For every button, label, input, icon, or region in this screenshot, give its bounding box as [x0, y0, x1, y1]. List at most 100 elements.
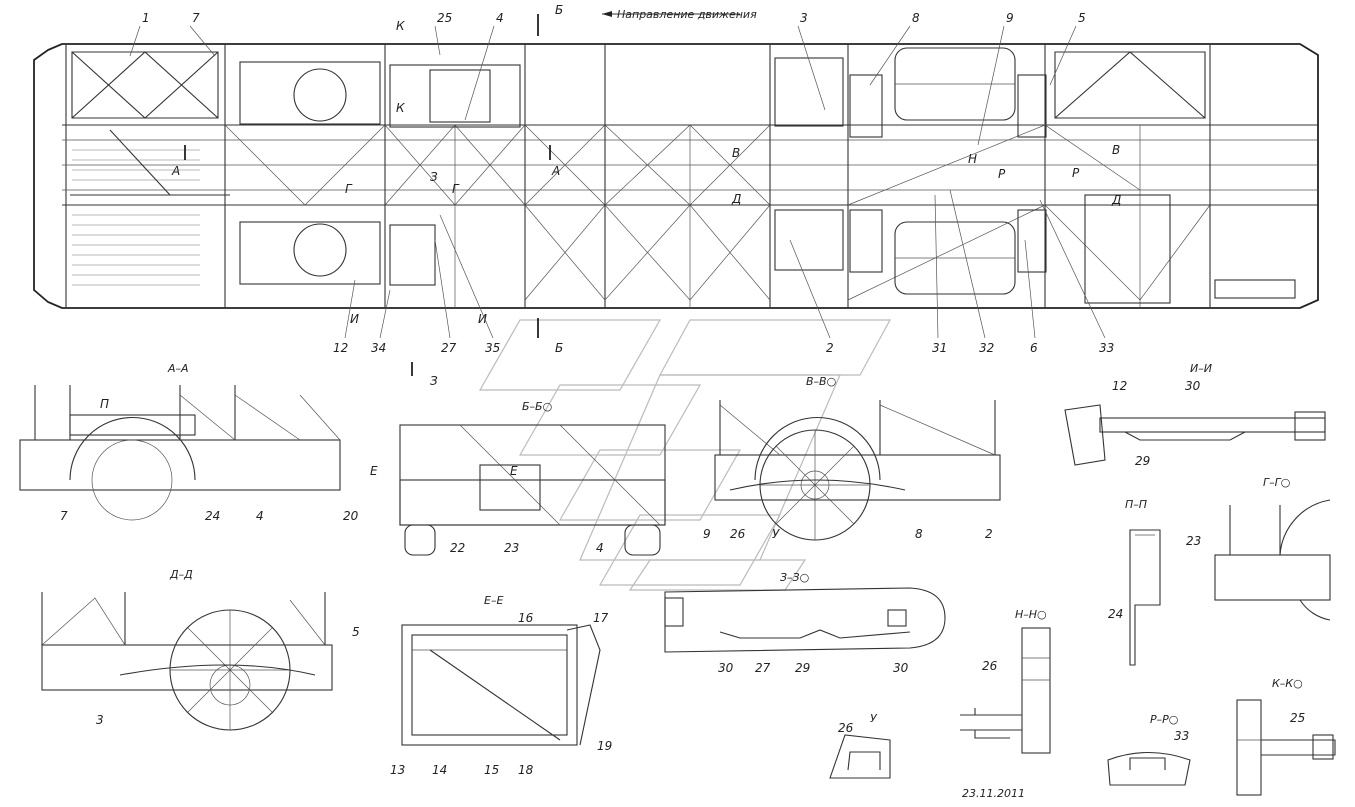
view-rr-drawing [1107, 751, 1191, 786]
view-zz-drawing [664, 587, 946, 653]
section-v-left: В [732, 146, 740, 160]
section-n: Н [968, 152, 977, 166]
view-aa-callout-24: 24 [205, 509, 220, 523]
section-g-right: Г [452, 182, 460, 196]
view-bb-callout-e-left: Е [370, 464, 378, 478]
view-vv-callout-26: 26 [730, 527, 746, 541]
view-vv-callout-2: 2 [985, 527, 993, 541]
view-bb-drawing [399, 424, 666, 556]
direction-arrowhead [602, 11, 612, 17]
view-nn-title: Н–Н○ [1015, 608, 1047, 621]
view-kk-callout-25: 25 [1290, 711, 1305, 725]
view-zz-title: З–З○ [780, 571, 809, 584]
view-aa-callout-20: 20 [343, 509, 359, 523]
view-ee-callout-16: 16 [518, 611, 534, 625]
view-rr-title: Р–Р○ [1150, 713, 1178, 726]
plan-callout-34: 34 [371, 341, 386, 355]
section-i-right: И [478, 312, 487, 326]
view-vv-callout-9: 9 [703, 527, 711, 541]
plan-callout-8: 8 [912, 11, 920, 25]
view-dd-callout-5: 5 [352, 625, 360, 639]
view-rr-callout-33: 33 [1174, 729, 1189, 743]
plan-callout-7: 7 [192, 11, 200, 25]
view-gg-title: Г–Г○ [1263, 476, 1290, 489]
plan-callout-35: 35 [485, 341, 500, 355]
view-bb-callout-22: 22 [450, 541, 465, 555]
view-ee-callout-18: 18 [518, 763, 534, 777]
plan-callout-1: 1 [142, 11, 150, 25]
view-dd-callout-3: 3 [96, 713, 104, 727]
plan-callout-25: 25 [437, 11, 452, 25]
plan-callout-33: 33 [1099, 341, 1114, 355]
view-dd-title: Д–Д [169, 568, 193, 581]
view-zz-callout-29: 29 [795, 661, 810, 675]
section-k-top: К [396, 19, 405, 33]
section-d-left: Д [731, 192, 741, 206]
view-vv-callout-8: 8 [915, 527, 923, 541]
plan-callout-32: 32 [979, 341, 994, 355]
watermark-logo [478, 319, 892, 591]
view-dd-drawing [41, 592, 333, 731]
plan-callout-27: 27 [441, 341, 457, 355]
view-ii-callout-29: 29 [1135, 454, 1150, 468]
view-pp-callout-24: 24 [1108, 607, 1123, 621]
section-r-right: Р [1072, 166, 1080, 180]
section-z-top: З [430, 170, 438, 184]
view-ii-drawing [1064, 404, 1326, 466]
section-d-right: Д [1111, 193, 1121, 207]
view-bb-title: Б–Б○ [522, 400, 552, 413]
view-bb-callout-23: 23 [504, 541, 519, 555]
section-k-bottom: К [396, 101, 405, 115]
section-g-left: Г [345, 182, 353, 196]
view-zz-callout-27: 27 [755, 661, 771, 675]
view-vv-title: В–В○ [806, 375, 836, 388]
view-ee-callout-17: 17 [593, 611, 609, 625]
view-gg-callout-23: 23 [1186, 534, 1201, 548]
view-bb-callout-e-right: Е [510, 464, 518, 478]
view-u-callout-26: 26 [838, 721, 854, 735]
view-aa-callout-p: П [100, 397, 109, 411]
plan-callout-31: 31 [932, 341, 947, 355]
view-aa-callout-7: 7 [60, 509, 68, 523]
view-ii-callout-12: 12 [1112, 379, 1127, 393]
plan-callout-9: 9 [1006, 11, 1014, 25]
view-ee-title: Е–Е [484, 594, 503, 607]
plan-leaders-bottom [344, 189, 1106, 339]
view-ee-callout-14: 14 [432, 763, 447, 777]
view-aa-callout-4: 4 [256, 509, 264, 523]
view-u-drawing [829, 734, 891, 779]
view-ii-title: И–И [1190, 362, 1212, 375]
plan-callout-6: 6 [1030, 341, 1038, 355]
section-z-bottom: З [430, 374, 438, 388]
section-r-left: Р [998, 167, 1006, 181]
plan-leaders-top [129, 25, 1077, 146]
chassis-plan-view [33, 43, 1319, 309]
view-u-title: У [870, 712, 878, 725]
section-v-right: В [1112, 143, 1120, 157]
section-cut-marks [184, 14, 551, 376]
plan-callout-5: 5 [1078, 11, 1086, 25]
plan-callout-3: 3 [800, 11, 808, 25]
section-b-top: Б [555, 3, 563, 17]
view-zz-callout-30b: 30 [893, 661, 909, 675]
view-vv-drawing [714, 400, 1001, 541]
section-i-left: И [350, 312, 359, 326]
view-nn-callout-26: 26 [982, 659, 998, 673]
view-bb-callout-4: 4 [596, 541, 604, 555]
section-b-bottom: Б [555, 341, 563, 355]
view-zz-callout-30a: 30 [718, 661, 734, 675]
view-ee-drawing [401, 624, 601, 746]
view-ee-callout-13: 13 [390, 763, 405, 777]
view-ee-callout-19: 19 [597, 739, 612, 753]
drawing-date: 23.11.2011 [962, 787, 1025, 800]
view-ee-callout-15: 15 [484, 763, 499, 777]
view-pp-title: П–П [1125, 498, 1147, 511]
view-aa-title: А–А [167, 362, 189, 375]
plan-callout-12: 12 [333, 341, 348, 355]
view-nn-drawing [960, 627, 1051, 754]
view-aa-drawing [19, 385, 341, 521]
section-a-right: А [551, 164, 560, 178]
view-pp-drawing [1129, 529, 1161, 666]
view-vv-callout-u: У [772, 527, 780, 541]
